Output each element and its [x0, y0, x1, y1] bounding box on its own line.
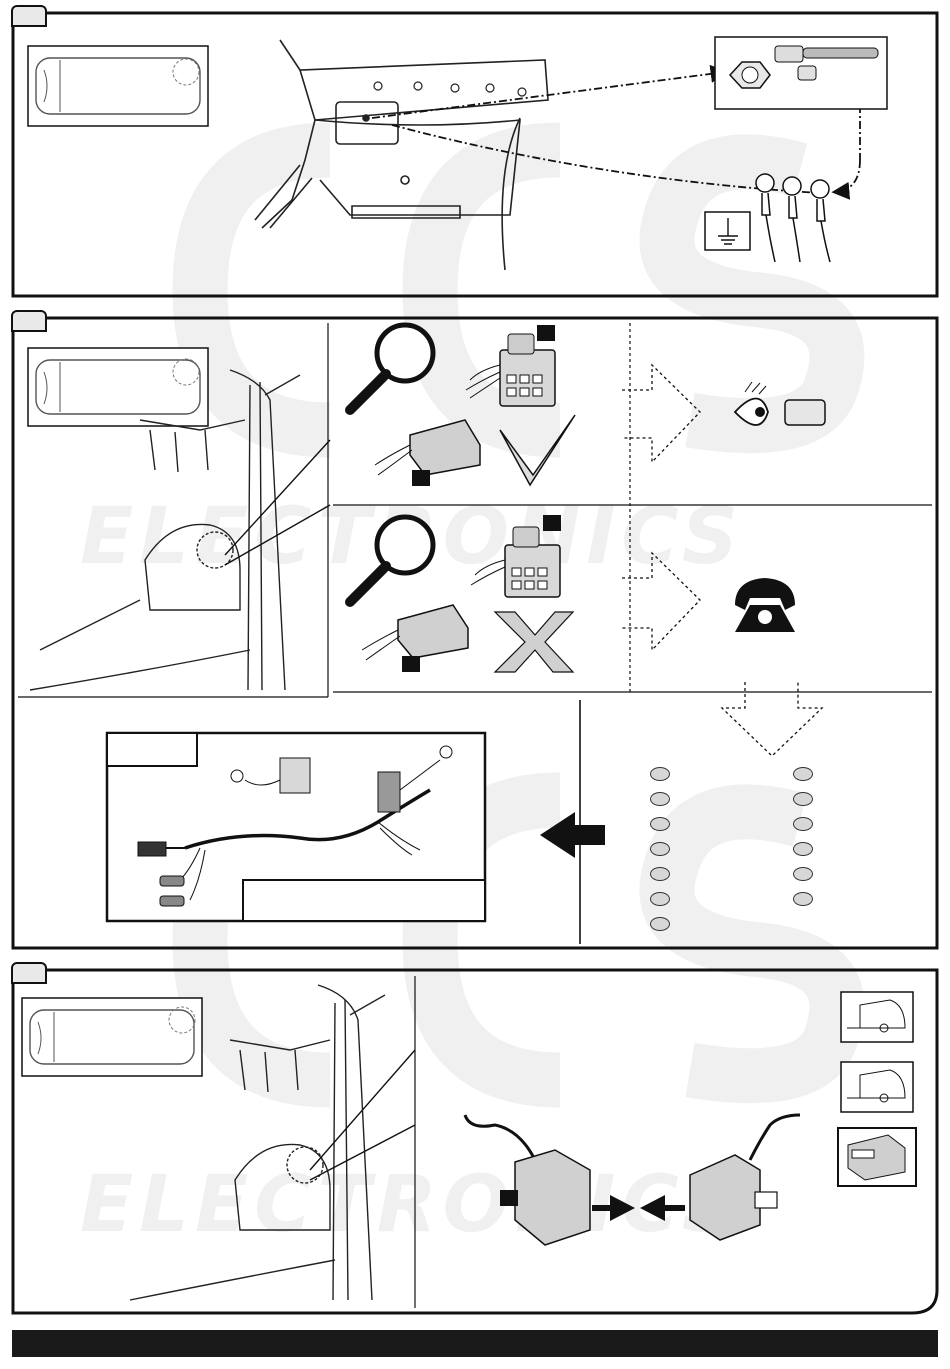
reference-bubble — [650, 917, 670, 931]
reference-list-right — [793, 767, 813, 917]
reference-bubble — [793, 867, 813, 881]
connector-male-1 — [375, 420, 480, 475]
connector-harness-side — [690, 1115, 800, 1240]
magnifying-glass-icon — [350, 325, 433, 410]
arrow-left-icon — [640, 1195, 685, 1221]
dash-line-down — [835, 105, 860, 192]
ground-symbol-icon — [705, 212, 750, 250]
tools-box — [715, 37, 887, 109]
dashed-arrow-down — [722, 682, 822, 756]
footer-bar — [12, 1330, 938, 1357]
connector-male-2 — [362, 605, 468, 660]
connector-label-box-4 — [402, 656, 420, 672]
car-top-view-1 — [28, 46, 208, 126]
reference-bubble — [650, 892, 670, 906]
magnifying-glass-icon-2 — [350, 517, 433, 602]
telephone-icon — [735, 578, 795, 632]
step-1-badge — [11, 5, 47, 27]
car-top-view-3 — [22, 998, 202, 1076]
arrow-right-icon — [592, 1195, 635, 1221]
dash-line-to-tools — [372, 72, 725, 118]
control-module-icon — [838, 1128, 916, 1186]
connector-female-2 — [471, 527, 560, 597]
step-3-badge — [11, 962, 47, 984]
connector-label-box-5 — [500, 1190, 518, 1206]
reference-bubble — [793, 792, 813, 806]
ring-terminals — [756, 174, 830, 262]
reference-bubble — [793, 817, 813, 831]
dashed-arrow-lower — [622, 553, 700, 650]
reference-bubble — [650, 817, 670, 831]
reference-list-left — [650, 767, 670, 942]
reference-bubble — [793, 767, 813, 781]
reference-box-eye — [785, 400, 825, 425]
car-top-view-2 — [28, 348, 208, 426]
reference-bubble — [650, 792, 670, 806]
connector-label-box-1 — [537, 325, 555, 341]
connector-label-box-6 — [755, 1192, 777, 1208]
cross-mark-icon — [495, 612, 573, 672]
trailer-icon — [841, 992, 913, 1042]
wiring-kit-box — [107, 733, 485, 921]
connector-vehicle-side — [465, 1115, 590, 1245]
reference-bubble — [793, 892, 813, 906]
connector-label-box-3 — [543, 515, 561, 531]
reference-bubble — [793, 842, 813, 856]
reference-bubble — [650, 867, 670, 881]
step-2-badge — [11, 310, 47, 332]
connector-label-box-2 — [412, 470, 430, 486]
reference-bubble — [650, 767, 670, 781]
reference-bubble — [650, 842, 670, 856]
trailer-icon-2 — [841, 1062, 913, 1112]
